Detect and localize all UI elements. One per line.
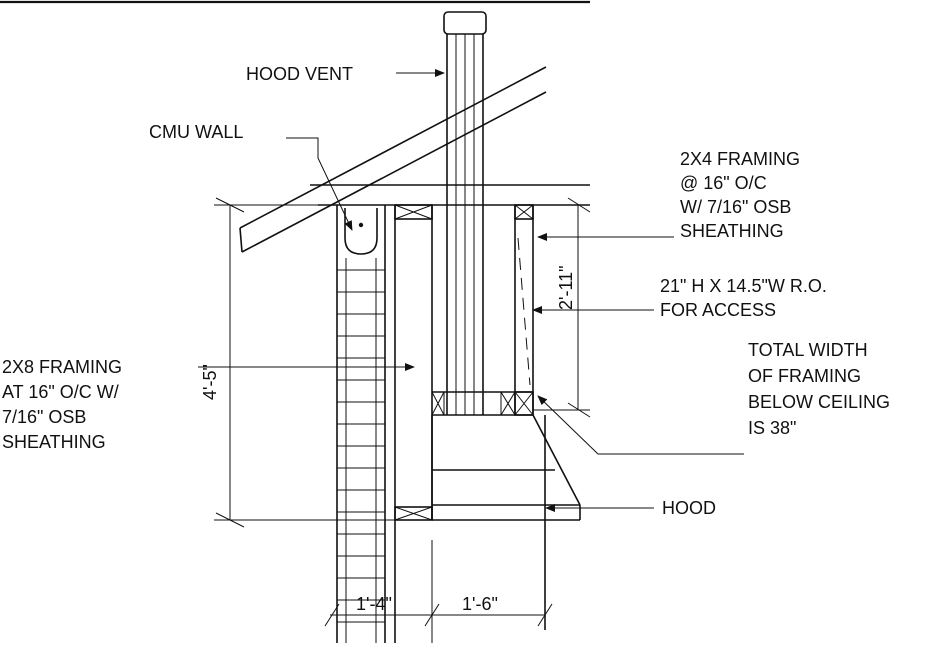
ceiling-framing [310,184,590,206]
label-hood: HOOD [662,498,716,518]
svg-text:FOR ACCESS: FOR ACCESS [660,300,776,320]
dim-1-4: 1'-4" [356,594,392,614]
dim-1-6: 1'-6" [462,594,498,614]
svg-text:BELOW CEILING: BELOW CEILING [748,392,890,412]
svg-text:AT 16" O/C W/: AT 16" O/C W/ [2,382,119,402]
rebar-dot [358,222,364,228]
svg-text:TOTAL WIDTH: TOTAL WIDTH [748,340,868,360]
svg-text:OF FRAMING: OF FRAMING [748,366,861,386]
svg-text:@ 16" O/C: @ 16" O/C [680,173,767,193]
svg-text:21" H X 14.5"W R.O.: 21" H X 14.5"W R.O. [660,276,827,296]
svg-text:W/ 7/16" OSB: W/ 7/16" OSB [680,197,791,217]
dimension-width-bottom [324,540,553,643]
svg-text:SHEATHING: SHEATHING [680,221,784,241]
framed-wall-2x8 [394,204,433,643]
dimension-height-left [214,197,395,528]
svg-text:SHEATHING: SHEATHING [2,432,106,452]
cmu-wall [336,205,386,643]
range-hood [431,414,581,630]
dim-4-5: 4'-5" [200,364,220,400]
dim-2-11: 2'-11" [556,265,576,310]
label-hood-vent: HOOD VENT [246,64,353,84]
svg-text:7/16" OSB: 7/16" OSB [2,407,86,427]
framed-wall-2x4 [514,204,534,416]
leader-total-width [537,395,744,455]
label-access: 21" H X 14.5"W R.O. FOR ACCESS [660,276,827,320]
label-cmu-wall: CMU WALL [149,122,243,142]
dimension-height-right [533,197,591,418]
access-panel-dashed [517,237,531,386]
label-2x4-framing: 2X4 FRAMING @ 16" O/C W/ 7/16" OSB SHEAT… [680,149,800,241]
roof-rafter [239,66,547,253]
svg-text:2X4 FRAMING: 2X4 FRAMING [680,149,800,169]
label-total-width: TOTAL WIDTH OF FRAMING BELOW CEILING IS … [748,340,890,438]
leader-cmu-wall [286,137,353,231]
svg-text:2X8 FRAMING: 2X8 FRAMING [2,357,122,377]
svg-text:IS 38": IS 38" [748,418,796,438]
label-2x8-framing: 2X8 FRAMING AT 16" O/C W/ 7/16" OSB SHEA… [2,357,122,452]
hood-vent-pipe [443,11,487,415]
